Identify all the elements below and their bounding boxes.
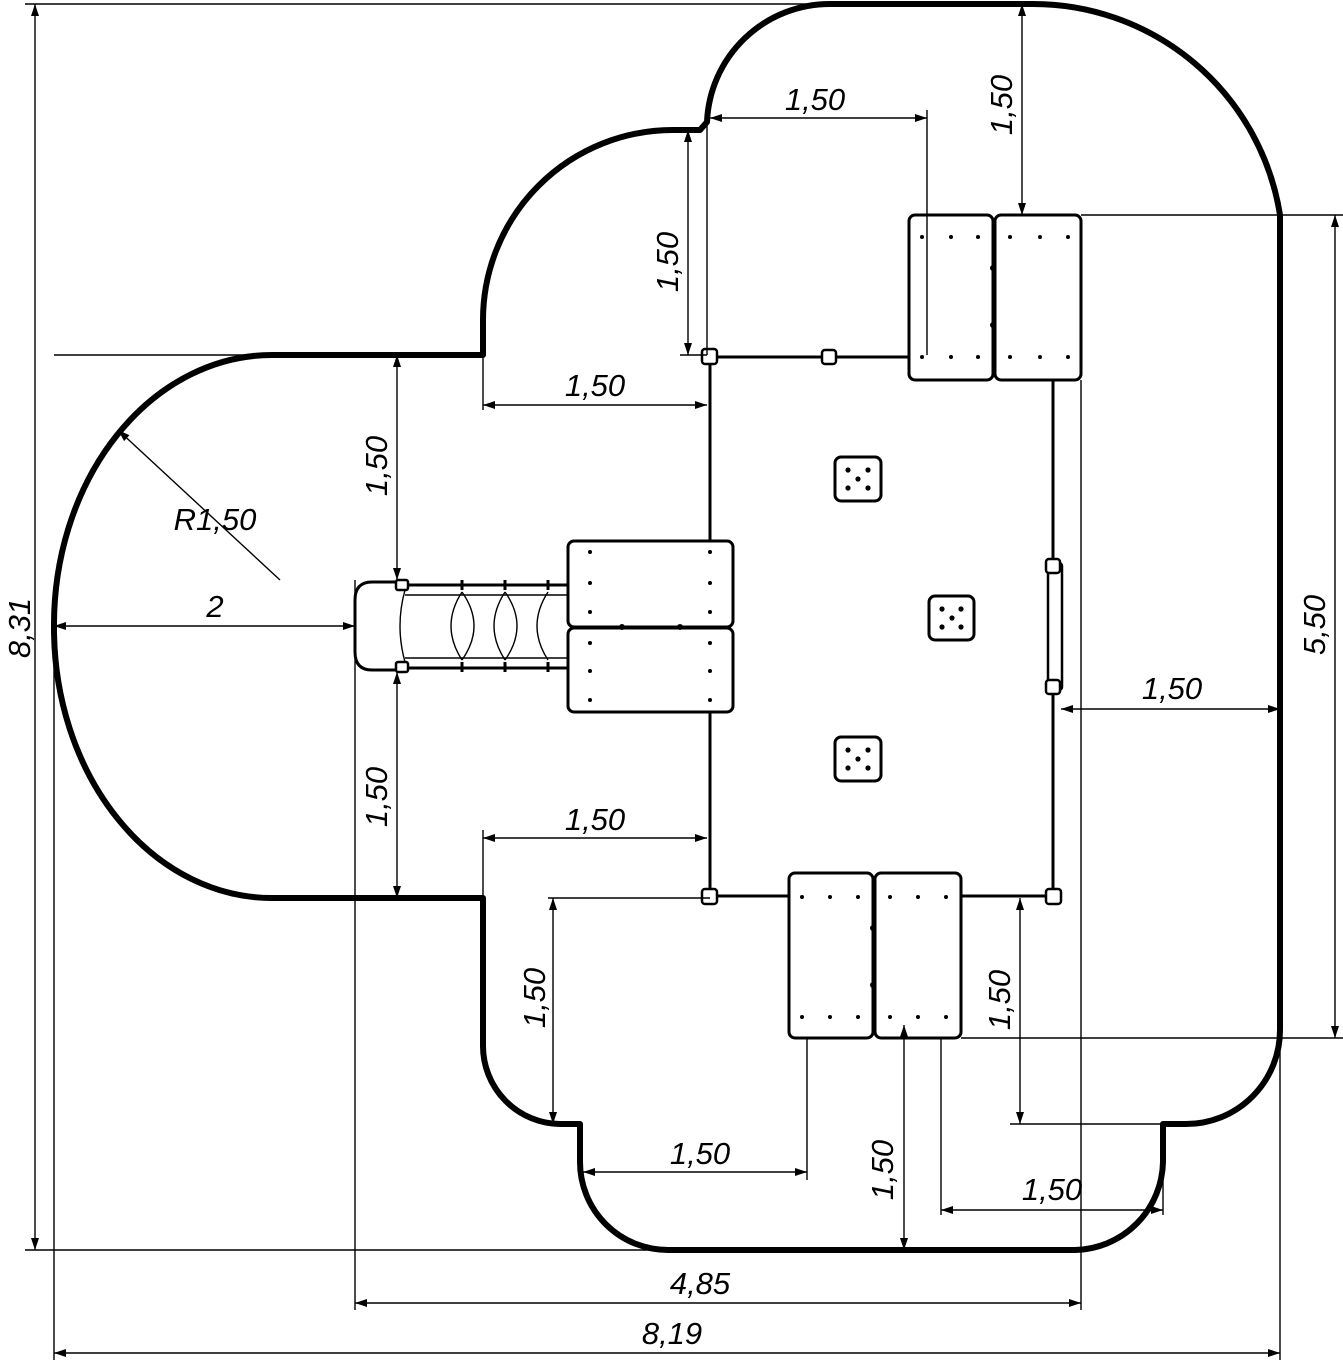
safety-zone-outline [50, 0, 1283, 1253]
platform-left-upper [566, 539, 735, 629]
clearance-top-left-vertical: 1,50 [650, 232, 685, 292]
roof-marker [833, 735, 883, 783]
clearance-top-right-vertical: 1,50 [984, 75, 1019, 135]
clearance-bottom-middle-vertical: 1,50 [865, 1140, 900, 1200]
tube-slide [353, 578, 568, 674]
clearance-bottom-left-horizontal: 1,50 [670, 1136, 730, 1171]
extension-lines [25, 3, 1343, 1360]
post [700, 887, 719, 906]
post [1044, 678, 1062, 696]
clearance-right-horizontal: 1,50 [1142, 671, 1202, 706]
platform-top-right-a [907, 213, 995, 382]
platform-bottom-a [787, 871, 875, 1040]
clearance-left-lower-vertical: 1,50 [359, 767, 394, 827]
clearance-top-left-horizontal: 1,50 [785, 82, 845, 117]
clearance-left-lower-horizontal: 1,50 [565, 802, 625, 837]
roof-marker [927, 594, 976, 642]
dimension-lines [31, 4, 1339, 1357]
platform-left-lower [566, 626, 735, 714]
play-complex [353, 213, 1083, 1040]
platform-top-right-b [993, 213, 1083, 382]
overall-height-label: 8,31 [2, 598, 37, 658]
clearance-left-upper-vertical: 1,50 [359, 436, 394, 496]
clearance-bottom-right-horizontal: 1,50 [1022, 1172, 1082, 1207]
clearance-bottom-right-vertical: 1,50 [982, 970, 1017, 1030]
inner-width-label: 4,85 [670, 1266, 731, 1301]
post [820, 348, 838, 366]
post [1044, 557, 1062, 575]
post [1044, 887, 1063, 906]
right-height-label: 5,50 [1297, 595, 1332, 655]
post [700, 347, 719, 366]
slide-clearance-label: 2 [205, 589, 223, 624]
clearance-bottom-left-vertical: 1,50 [517, 968, 552, 1028]
roof-marker [833, 455, 883, 503]
radius-label: R1,50 [174, 502, 257, 537]
platform-bottom-b [873, 871, 963, 1040]
overall-width-label: 8,19 [642, 1316, 702, 1351]
clearance-left-upper-horizontal: 1,50 [565, 368, 625, 403]
side-panel [1046, 561, 1064, 692]
